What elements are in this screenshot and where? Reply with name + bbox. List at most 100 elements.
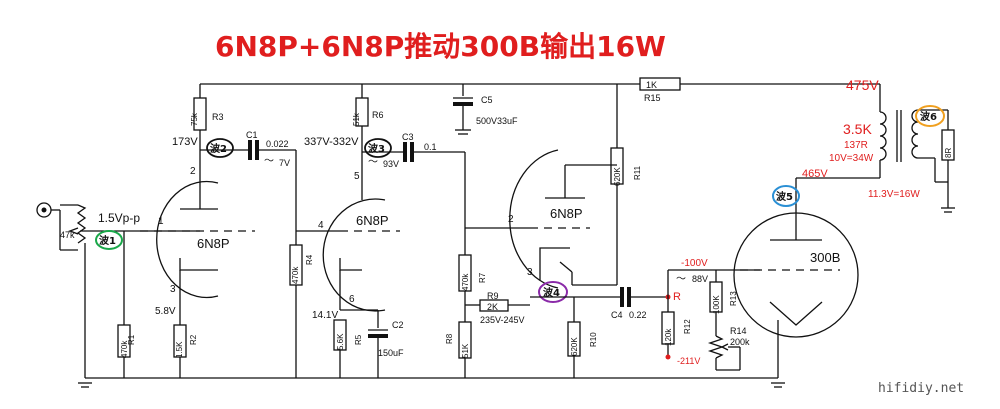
svg-text:88V: 88V <box>692 274 708 284</box>
svg-text:5.6K: 5.6K <box>336 333 345 350</box>
svg-text:波5: 波5 <box>776 190 793 203</box>
svg-text:C4: C4 <box>611 310 623 320</box>
svg-text:R: R <box>673 291 681 303</box>
svg-text:R11: R11 <box>633 165 642 180</box>
svg-text:6N8P: 6N8P <box>550 206 583 221</box>
svg-text:3: 3 <box>527 267 533 278</box>
svg-text:6: 6 <box>349 294 355 305</box>
resistor-r13: R13 100K <box>709 270 738 336</box>
svg-text:51K: 51K <box>461 343 470 358</box>
svg-text:620K: 620K <box>570 337 579 356</box>
tube-v1: 6N8P 1 2 3 5.8V <box>140 150 255 325</box>
svg-text:11.3V=16W: 11.3V=16W <box>868 189 920 200</box>
svg-text:3.5K: 3.5K <box>843 121 872 137</box>
output-transformer: 8R 475V 465V 3.5K 137R 10V=34W 11.3V=16W <box>795 77 955 213</box>
potentiometer-r14: R14 200k <box>707 326 750 371</box>
svg-text:3: 3 <box>170 284 176 295</box>
capacitor-c3: C3 0.1 ～ 93V <box>362 132 466 255</box>
svg-text:～: ～ <box>676 274 686 285</box>
svg-text:R9: R9 <box>487 291 499 301</box>
svg-text:8R: 8R <box>944 148 953 158</box>
svg-text:C5: C5 <box>481 95 493 105</box>
page-title: 6N8P+6N8P推动300B输出16W <box>215 30 666 63</box>
svg-text:C3: C3 <box>402 132 414 142</box>
svg-text:R2: R2 <box>189 334 198 345</box>
resistor-r8: R8 51K <box>445 321 472 378</box>
svg-text:波3: 波3 <box>368 142 385 155</box>
svg-text:337V-332V: 337V-332V <box>304 136 359 148</box>
waveform-badge-2: 波2 <box>206 138 234 158</box>
svg-text:0.22: 0.22 <box>629 310 647 320</box>
svg-text:2: 2 <box>508 214 514 225</box>
svg-text:波1: 波1 <box>99 234 116 247</box>
svg-text:465V: 465V <box>802 168 828 180</box>
svg-text:93V: 93V <box>383 159 399 169</box>
resistor-r3: R3 75k 173V <box>172 97 224 150</box>
resistor-r7: R7 470k <box>458 227 530 322</box>
svg-text:0.1: 0.1 <box>424 142 437 152</box>
svg-text:100K: 100K <box>712 295 721 314</box>
svg-text:～: ～ <box>368 157 378 168</box>
svg-text:47k: 47k <box>60 230 75 240</box>
waveform-badge-4: 波4 <box>538 281 568 303</box>
svg-text:C1: C1 <box>246 130 258 140</box>
svg-text:R4: R4 <box>305 254 314 265</box>
svg-text:475V: 475V <box>846 77 879 93</box>
waveform-badge-1: 波1 <box>95 230 123 250</box>
svg-text:51k: 51k <box>352 112 361 126</box>
svg-text:R1: R1 <box>127 334 136 345</box>
svg-text:10V=34W: 10V=34W <box>829 153 874 164</box>
tube-v3: 6N8P 2 3 <box>508 149 617 289</box>
resistor-r15: 1K R15 <box>639 77 681 103</box>
svg-text:R7: R7 <box>478 272 487 283</box>
svg-text:2: 2 <box>190 166 196 177</box>
capacitor-c5: C5 500V33uF <box>453 95 518 135</box>
svg-text:1K: 1K <box>646 80 657 90</box>
waveform-badge-3: 波3 <box>364 138 392 158</box>
svg-text:300B: 300B <box>810 250 840 265</box>
svg-text:120k: 120k <box>664 328 673 346</box>
svg-text:7V: 7V <box>279 158 290 168</box>
resistor-r4: R4 470k 4 <box>289 220 340 378</box>
svg-text:470k: 470k <box>461 273 470 291</box>
svg-text:波2: 波2 <box>210 142 227 155</box>
svg-text:波4: 波4 <box>543 286 560 299</box>
bplus-rail <box>199 83 881 148</box>
ground-rail <box>78 370 785 388</box>
svg-text:470k: 470k <box>291 266 300 284</box>
svg-text:4: 4 <box>318 220 324 231</box>
svg-text:-211V: -211V <box>677 356 700 366</box>
resistor-r1: R1 470k <box>117 231 136 378</box>
svg-text:5.8V: 5.8V <box>155 306 176 317</box>
resistor-r5: R5 5.6K <box>333 309 378 378</box>
waveform-badge-5: 波5 <box>772 185 800 207</box>
svg-text:R6: R6 <box>372 110 384 120</box>
svg-text:R10: R10 <box>589 332 598 347</box>
svg-text:2K: 2K <box>487 302 498 312</box>
capacitor-c4: C4 0.22 R <box>611 287 681 320</box>
svg-text:-100V: -100V <box>681 258 708 269</box>
svg-text:6N8P: 6N8P <box>197 236 230 251</box>
svg-text:R12: R12 <box>683 319 692 334</box>
svg-text:1.5Vp-p: 1.5Vp-p <box>98 211 140 225</box>
svg-text:500V33uF: 500V33uF <box>476 116 518 126</box>
svg-text:R3: R3 <box>212 112 224 122</box>
svg-text:620K: 620K <box>613 167 622 186</box>
svg-text:470k: 470k <box>120 340 129 358</box>
resistor-r11: R11 620K <box>610 147 642 285</box>
svg-text:14.1V: 14.1V <box>312 310 338 321</box>
svg-text:0.022: 0.022 <box>266 139 289 149</box>
resistor-r6: R6 51k 337V-332V <box>304 97 384 175</box>
svg-text:R13: R13 <box>729 291 738 306</box>
capacitor-c2: C2 150uF <box>368 310 404 378</box>
svg-text:～: ～ <box>264 156 274 167</box>
waveform-badge-6: 波6 <box>915 105 945 127</box>
resistor-r10: R10 620K <box>530 296 620 378</box>
svg-text:R5: R5 <box>354 334 363 345</box>
svg-text:6N8P: 6N8P <box>356 213 389 228</box>
tube-v2: 6N8P 5 6 14.1V <box>312 171 400 321</box>
svg-text:137R: 137R <box>844 140 868 151</box>
svg-text:1: 1 <box>158 216 164 227</box>
svg-text:173V: 173V <box>172 136 198 148</box>
